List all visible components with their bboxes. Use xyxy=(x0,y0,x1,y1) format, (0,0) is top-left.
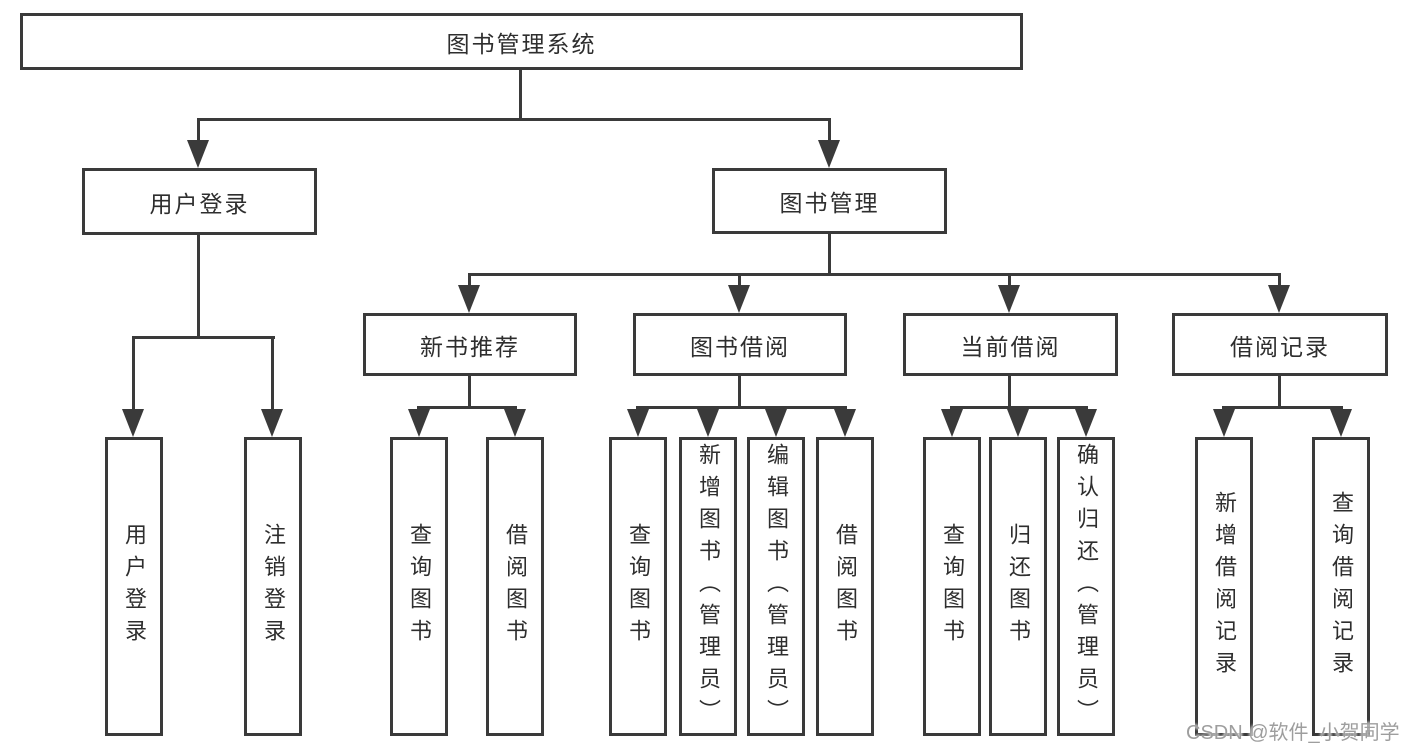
node-label: 图书管理 xyxy=(779,190,880,216)
connector-user-login-stem xyxy=(197,235,200,336)
node-user-login: 用户登录 xyxy=(82,168,317,235)
leaf-label: 查询图书 xyxy=(626,522,651,651)
leaf-label: 确认归还（管理员） xyxy=(1074,442,1099,731)
node-label: 图书借阅 xyxy=(690,333,790,360)
leaf-label: 归还图书 xyxy=(1006,522,1031,651)
connector-arrow-line xyxy=(828,118,831,144)
leaf-query-borrow-record: 查询借阅记录 xyxy=(1312,437,1370,736)
node-label: 新书推荐 xyxy=(420,333,520,360)
leaf-label: 借阅图书 xyxy=(503,522,528,651)
arrowhead-down-icon xyxy=(941,409,963,437)
arrowhead-down-icon xyxy=(765,409,787,437)
arrowhead-down-icon xyxy=(122,409,144,437)
leaf-user-login: 用户登录 xyxy=(105,437,163,736)
node-current-borrowing: 当前借阅 xyxy=(903,313,1118,376)
leaf-label: 查询图书 xyxy=(407,522,432,651)
leaf-label: 借阅图书 xyxy=(833,522,858,651)
connector-root-stem xyxy=(519,70,522,118)
arrowhead-down-icon xyxy=(627,409,649,437)
leaf-logout: 注销登录 xyxy=(244,437,302,736)
connector-arrow-line xyxy=(1278,273,1281,287)
connector-level3-branch xyxy=(468,273,1281,276)
leaf-label: 注销登录 xyxy=(261,522,286,651)
leaf-label: 新增图书（管理员） xyxy=(696,442,721,731)
arrowhead-down-icon xyxy=(1007,409,1029,437)
arrowhead-down-icon xyxy=(458,285,480,313)
csdn-watermark: CSDN @软件_小贺同学 xyxy=(1186,722,1400,744)
node-library-management-system: 图书管理系统 xyxy=(20,13,1023,70)
node-book-management: 图书管理 xyxy=(712,168,947,234)
leaf-label: 编辑图书（管理员） xyxy=(764,442,789,731)
connector-arrow-line xyxy=(197,118,200,144)
arrowhead-down-icon xyxy=(408,409,430,437)
node-new-book-recommendation: 新书推荐 xyxy=(363,313,577,376)
node-label: 图书管理系统 xyxy=(446,30,597,57)
node-label: 借阅记录 xyxy=(1230,333,1330,360)
node-label: 用户登录 xyxy=(149,190,250,217)
leaf-edit-books-admin: 编辑图书（管理员） xyxy=(747,437,805,736)
arrowhead-down-icon xyxy=(818,140,840,168)
arrowhead-down-icon xyxy=(1268,285,1290,313)
leaf-confirm-return-admin: 确认归还（管理员） xyxy=(1057,437,1115,736)
connector-stem xyxy=(738,376,741,406)
node-label: 当前借阅 xyxy=(960,333,1061,360)
leaf-query-books-recommend: 查询图书 xyxy=(390,437,448,736)
leaf-label: 查询图书 xyxy=(940,522,965,651)
leaf-borrow-books: 借阅图书 xyxy=(816,437,874,736)
connector-user-login-branch xyxy=(132,336,275,339)
connector-arrow-line xyxy=(132,336,135,411)
connector-arrow-line xyxy=(1008,273,1011,287)
arrowhead-down-icon xyxy=(1330,409,1352,437)
arrowhead-down-icon xyxy=(1213,409,1235,437)
arrowhead-down-icon xyxy=(834,409,856,437)
leaf-add-books-admin: 新增图书（管理员） xyxy=(679,437,737,736)
arrowhead-down-icon xyxy=(261,409,283,437)
node-borrowing-records: 借阅记录 xyxy=(1172,313,1388,376)
arrowhead-down-icon xyxy=(697,409,719,437)
connector-stem xyxy=(468,376,471,406)
connector-stem xyxy=(1278,376,1281,406)
arrowhead-down-icon xyxy=(998,285,1020,313)
connector-arrow-line xyxy=(738,273,741,287)
leaf-label: 查询借阅记录 xyxy=(1329,490,1354,683)
leaf-label: 新增借阅记录 xyxy=(1212,490,1237,683)
connector-stem xyxy=(1008,376,1011,406)
connector-book-management-stem xyxy=(828,234,831,273)
leaf-borrow-books-recommend: 借阅图书 xyxy=(486,437,544,736)
connector-level2-branch xyxy=(197,118,831,121)
connector-branch xyxy=(636,406,847,409)
arrowhead-down-icon xyxy=(728,285,750,313)
leaf-label: 用户登录 xyxy=(122,522,147,651)
connector-branch xyxy=(1222,406,1343,409)
connector-branch xyxy=(950,406,1088,409)
leaf-query-books-current: 查询图书 xyxy=(923,437,981,736)
leaf-query-books-borrow: 查询图书 xyxy=(609,437,667,736)
connector-arrow-line xyxy=(271,336,274,411)
connector-branch xyxy=(417,406,517,409)
leaf-add-borrow-record: 新增借阅记录 xyxy=(1195,437,1253,736)
arrowhead-down-icon xyxy=(1075,409,1097,437)
leaf-return-books: 归还图书 xyxy=(989,437,1047,736)
connector-arrow-line xyxy=(468,273,471,287)
node-book-borrowing: 图书借阅 xyxy=(633,313,847,376)
arrowhead-down-icon xyxy=(504,409,526,437)
arrowhead-down-icon xyxy=(187,140,209,168)
